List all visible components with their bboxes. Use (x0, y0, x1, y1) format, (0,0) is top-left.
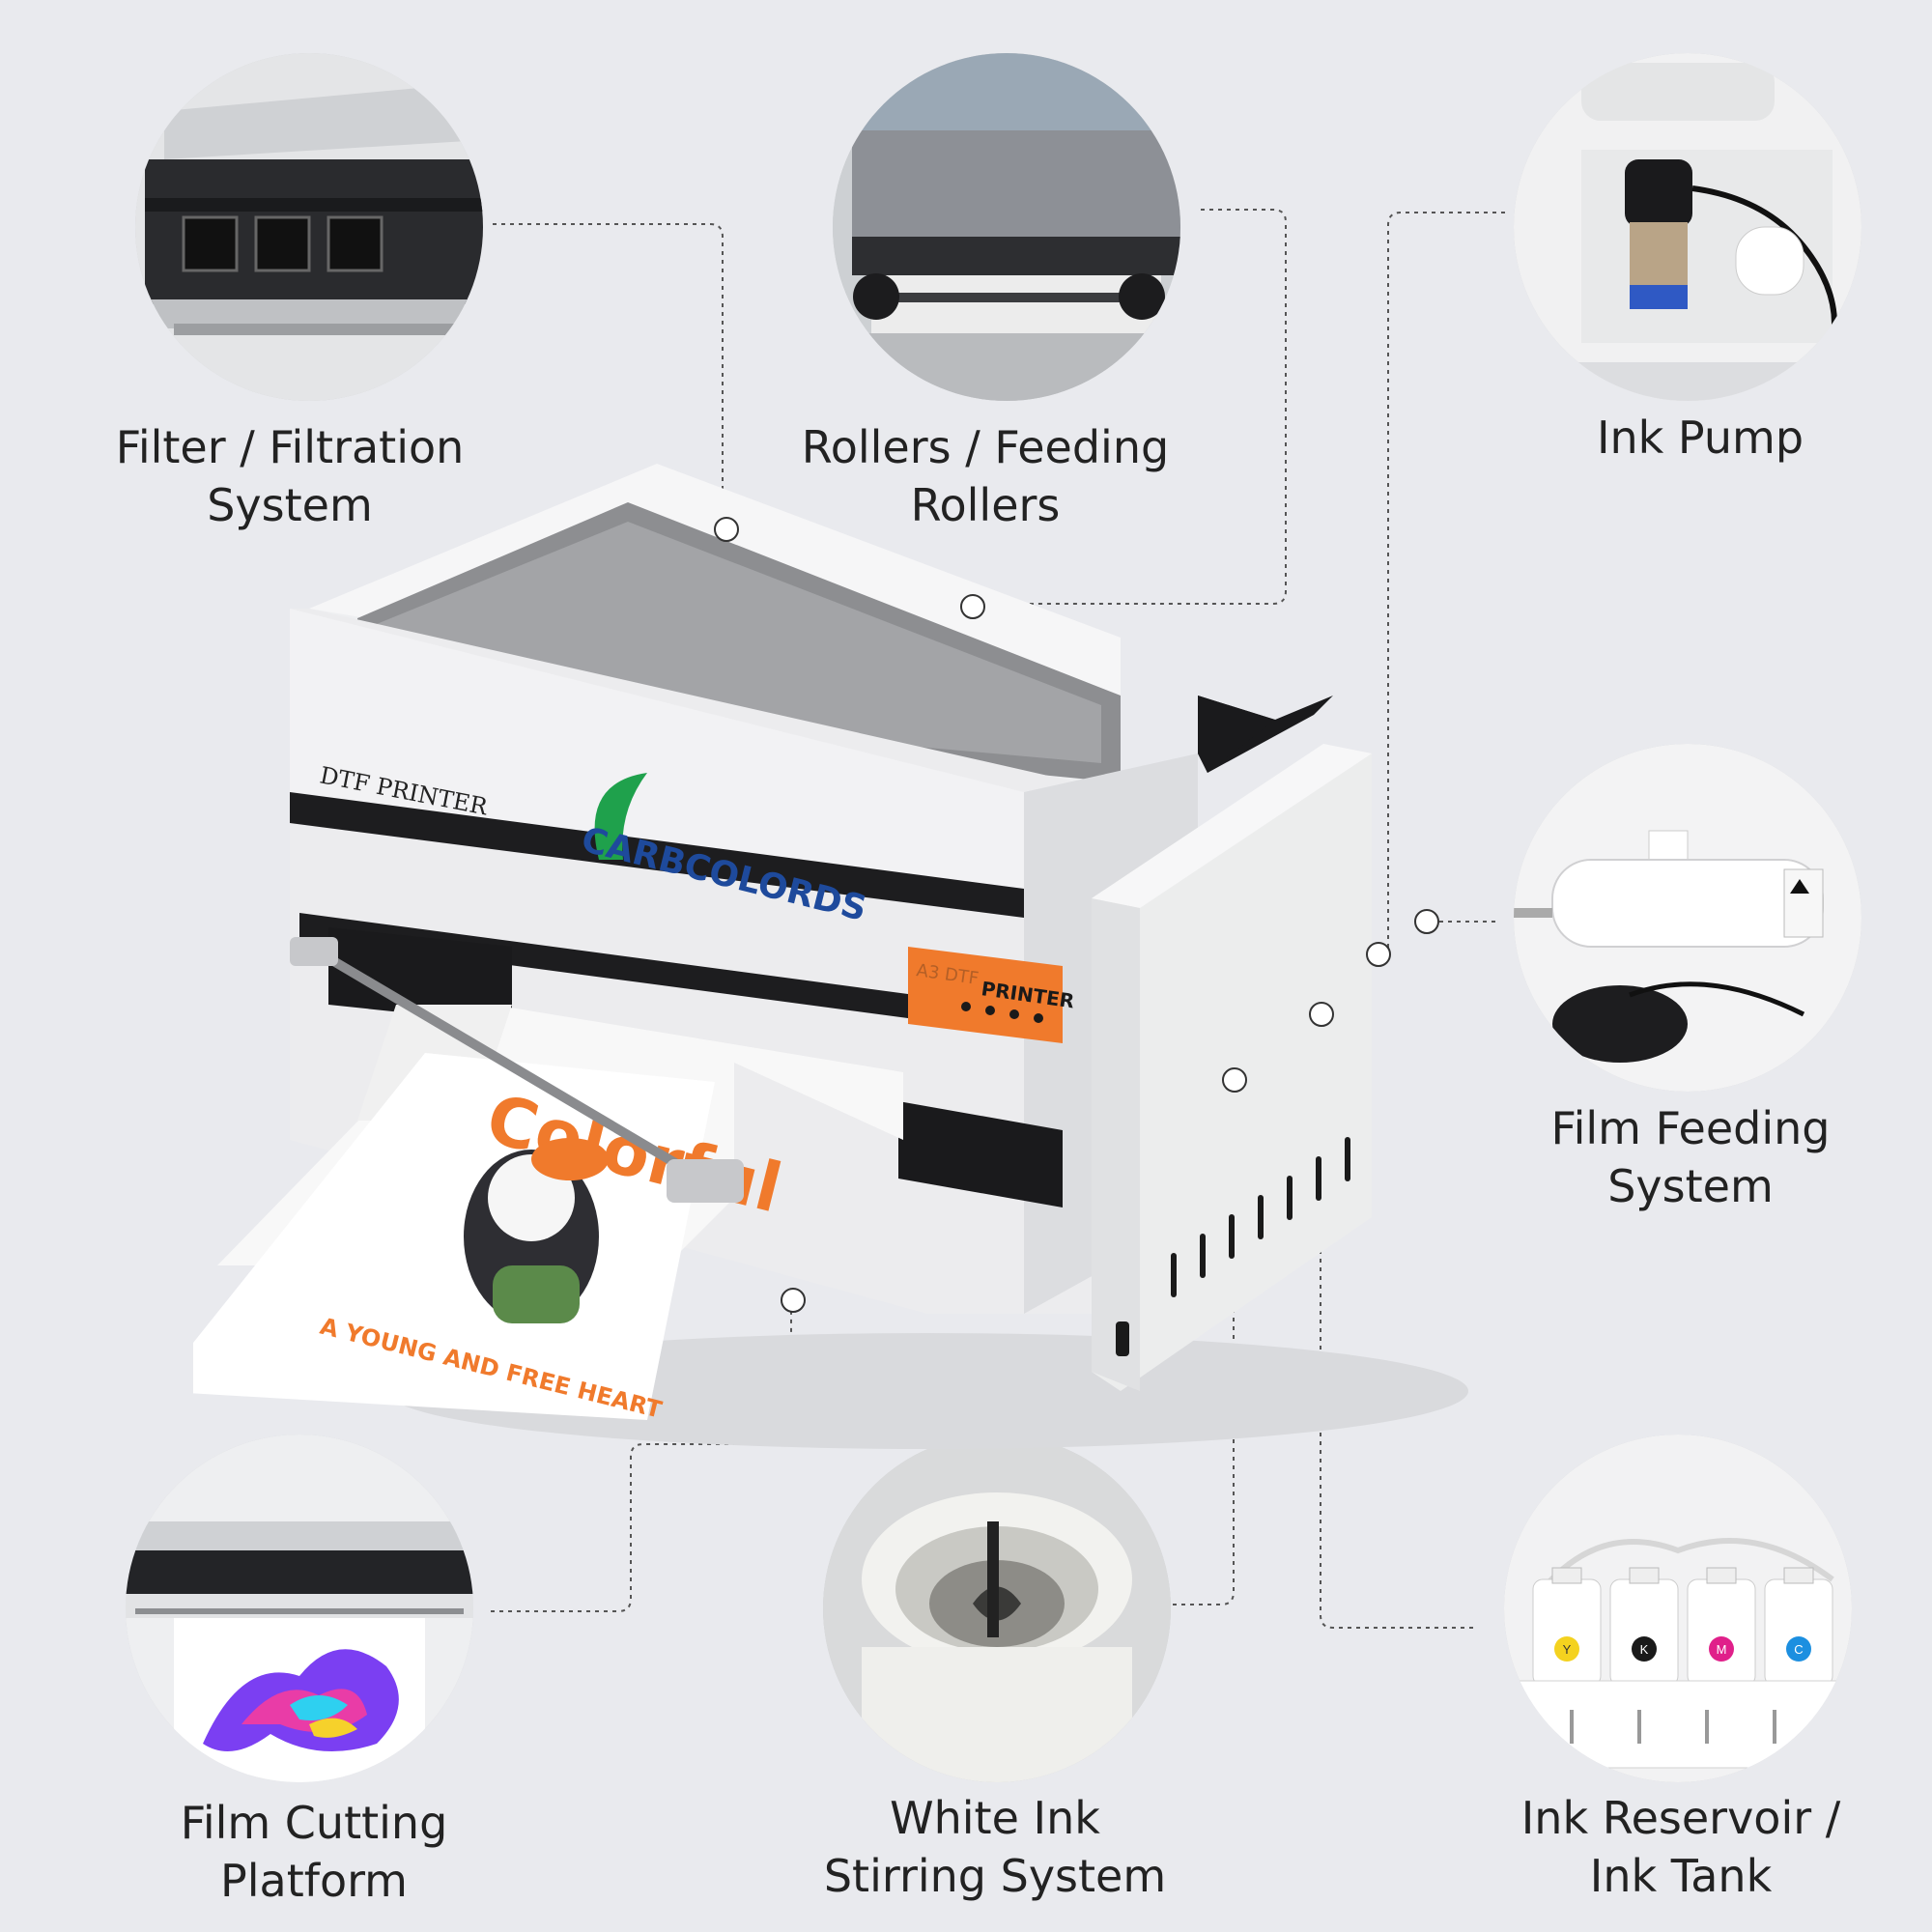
white-ink-photo (823, 1435, 1171, 1782)
label-ink-reservoir-line2: Ink Tank (1589, 1850, 1773, 1902)
hotspot-rollers[interactable] (960, 594, 985, 619)
hotspot-white-ink[interactable] (1222, 1067, 1247, 1093)
label-rollers-line1: Rollers / Feeding (801, 421, 1170, 473)
label-rollers-line2: Rollers (910, 479, 1061, 531)
film-feeding-photo (1514, 744, 1861, 1092)
brand-swoosh (594, 773, 647, 860)
label-white-ink-line2: Stirring System (823, 1850, 1167, 1902)
hotspot-film-feeding[interactable] (1414, 909, 1439, 934)
label-film-cutting-line2: Platform (220, 1855, 408, 1907)
filter-photo (135, 53, 483, 401)
hotspot-ink-pump[interactable] (1366, 942, 1391, 967)
film-cutting-photo (126, 1435, 473, 1782)
label-film-cutting-line1: Film Cutting (180, 1797, 448, 1849)
label-filter-line1: Filter / Filtration (115, 421, 465, 473)
rollers-photo (833, 53, 1180, 401)
label-rollers: Rollers / Feeding Rollers (787, 418, 1183, 534)
label-film-feeding: Film Feeding System (1507, 1099, 1874, 1215)
ink-pump-photo (1514, 53, 1861, 401)
ink-cap-c: C (1794, 1642, 1803, 1657)
hotspot-film-cutting[interactable] (781, 1288, 806, 1313)
hotspot-filter[interactable] (714, 517, 739, 542)
ink-cap-y: Y (1563, 1642, 1572, 1657)
label-film-cutting: Film Cutting Platform (135, 1794, 493, 1910)
label-filter: Filter / Filtration System (87, 418, 493, 534)
label-ink-reservoir-line1: Ink Reservoir / (1520, 1792, 1841, 1844)
ink-cap-k: K (1640, 1642, 1649, 1657)
label-white-ink-line1: White Ink (890, 1792, 1100, 1844)
hotspot-ink-reservoir[interactable] (1309, 1002, 1334, 1027)
label-white-ink: White Ink Stirring System (802, 1789, 1188, 1905)
label-filter-line2: System (207, 479, 373, 531)
printer-illustration: Colorful A YOUNG AND FREE HEART DTF PRIN… (193, 464, 1507, 1507)
ink-reservoir-photo: Y K M C (1504, 1435, 1852, 1782)
control-panel (908, 947, 1063, 1043)
label-ink-pump-line1: Ink Pump (1596, 412, 1804, 464)
cutter-rail (306, 942, 737, 1203)
label-ink-reservoir: Ink Reservoir / Ink Tank (1478, 1789, 1884, 1905)
label-film-feeding-line2: System (1607, 1160, 1774, 1212)
ink-cap-m: M (1717, 1642, 1727, 1657)
label-ink-pump: Ink Pump (1536, 409, 1864, 467)
label-film-feeding-line1: Film Feeding (1550, 1102, 1831, 1154)
